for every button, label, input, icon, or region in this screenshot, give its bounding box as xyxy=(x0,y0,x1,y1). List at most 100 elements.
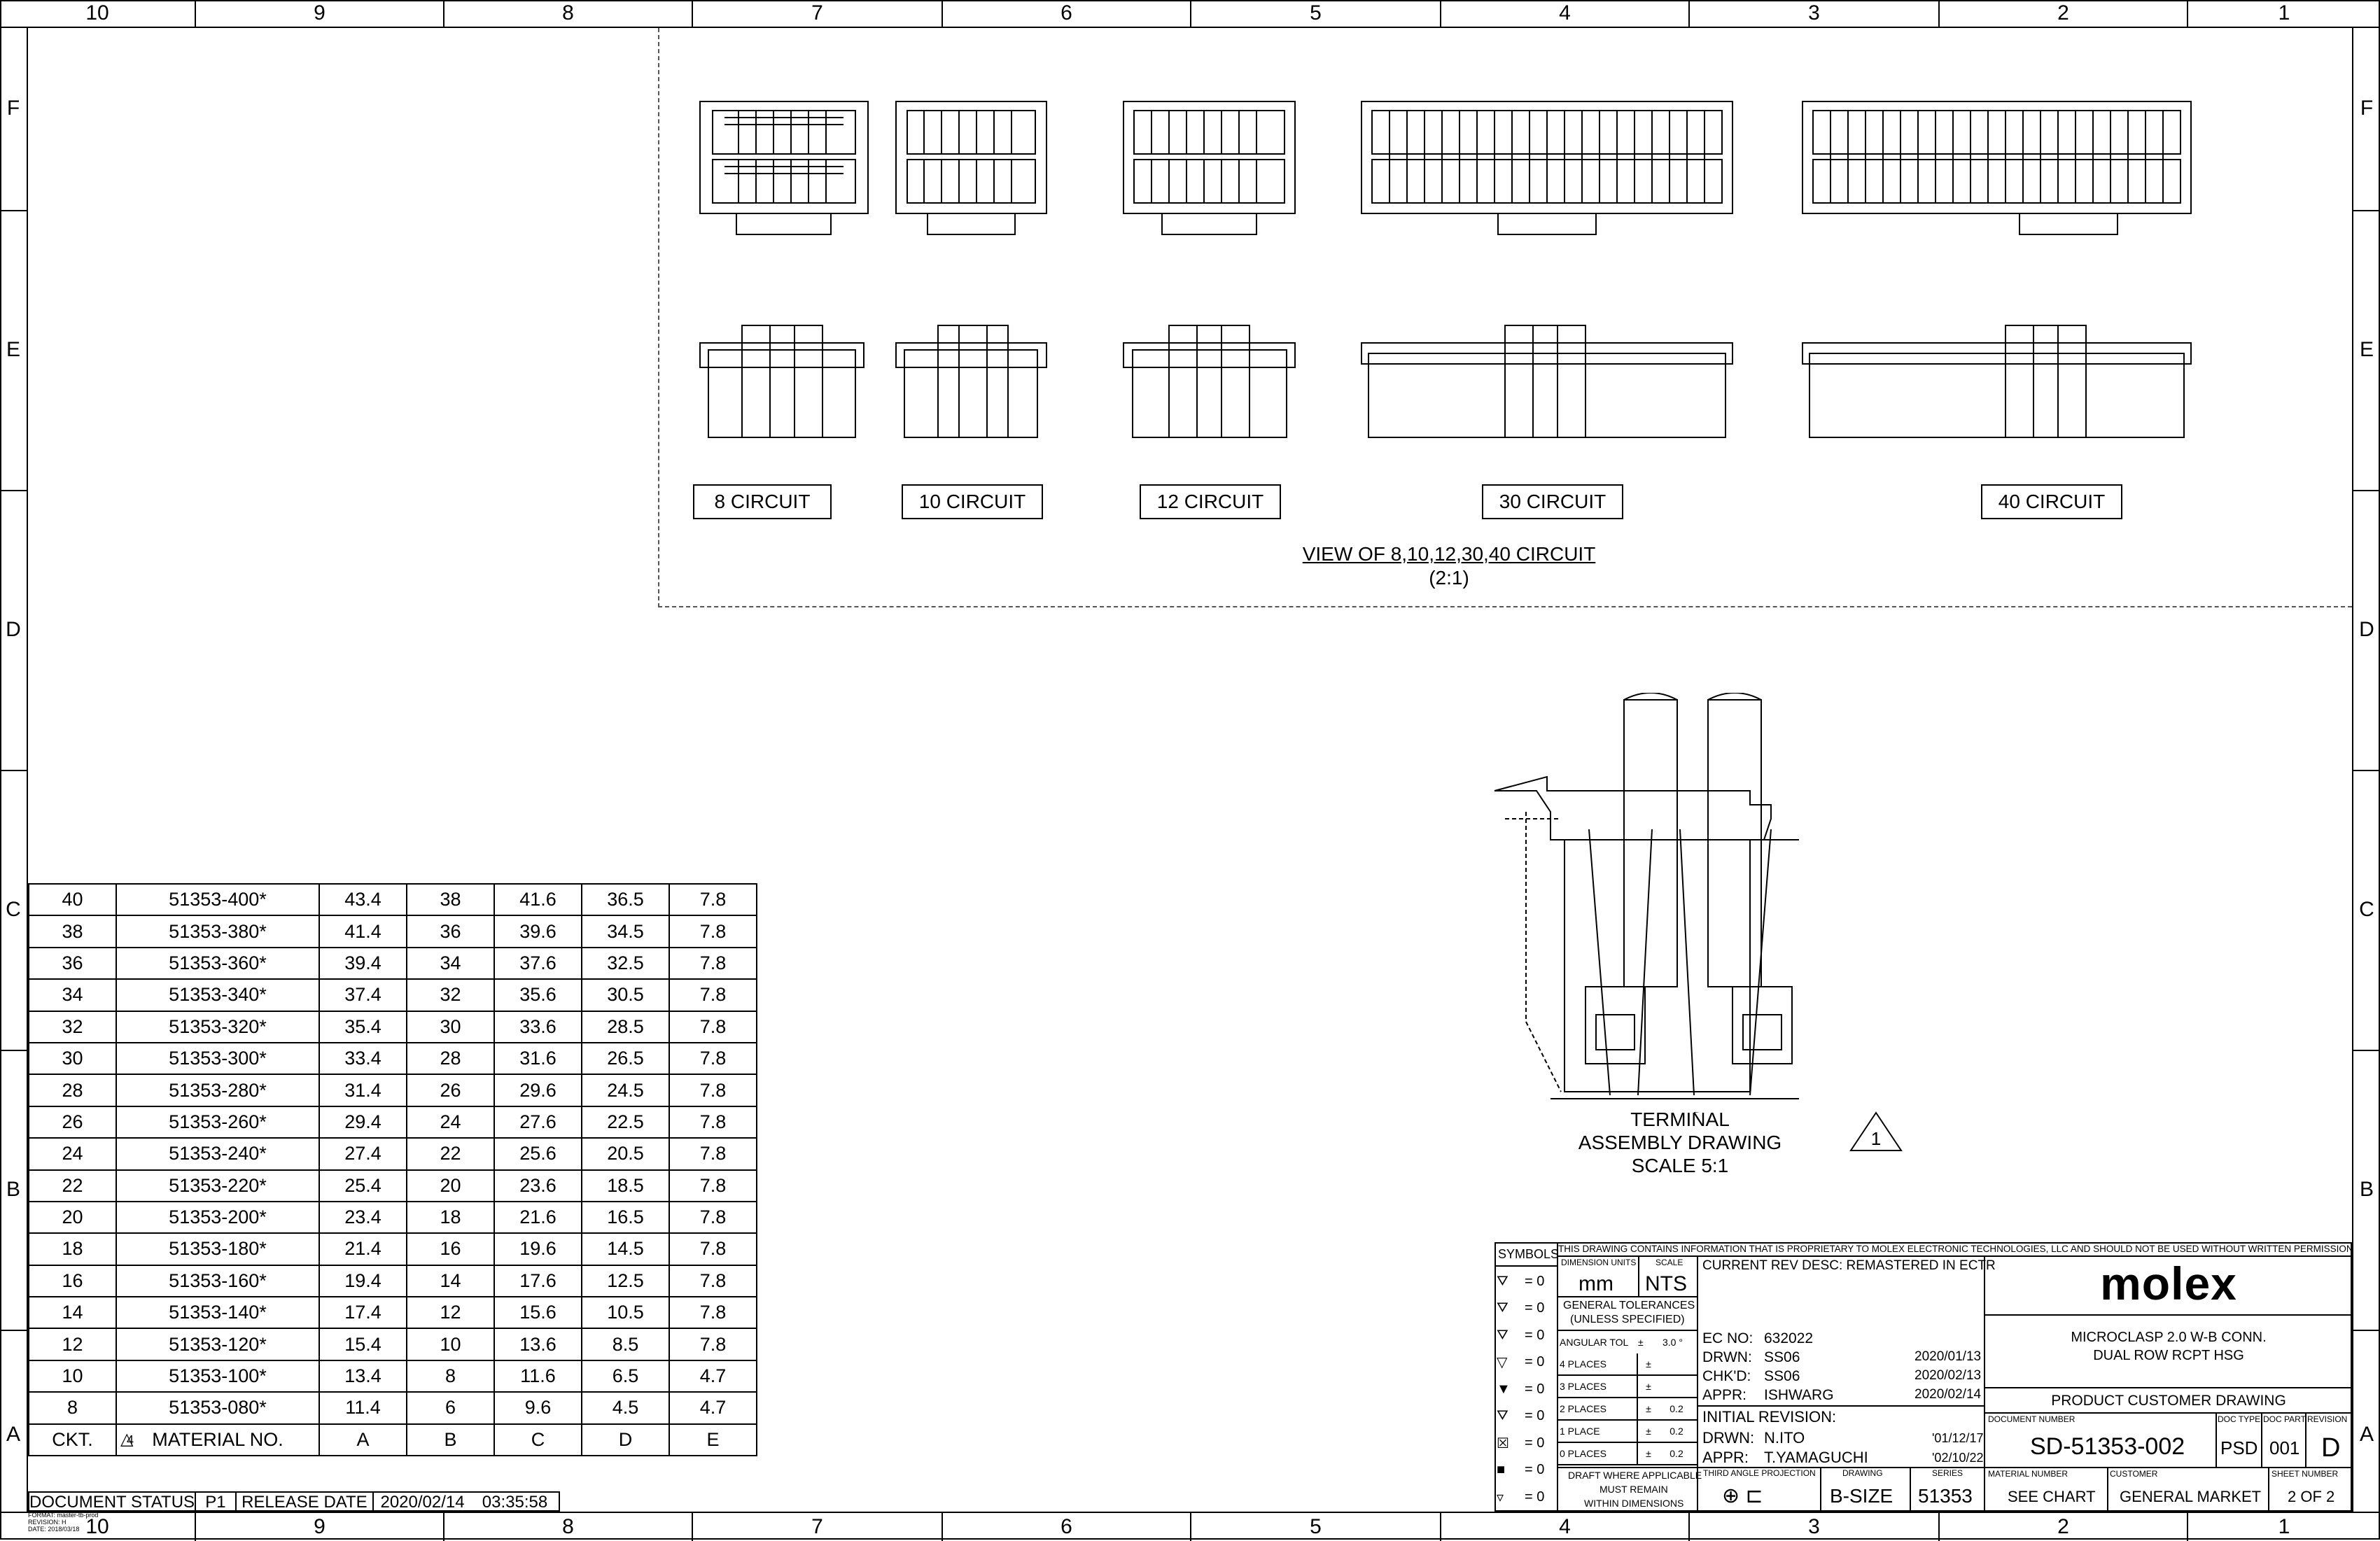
tolerance-pm: ± xyxy=(1646,1403,1651,1414)
zone-strip-bottom: 10 9 8 7 6 5 4 3 2 1 xyxy=(0,1512,2380,1541)
table-cell: 24 xyxy=(406,1105,495,1139)
tolerance-label: 4 PLACES xyxy=(1557,1353,1638,1374)
third-angle-projection-icon: ⊕ ⊏ xyxy=(1722,1484,1763,1507)
table-cell: 4.5 xyxy=(581,1391,670,1425)
series-label: SERIES xyxy=(1932,1468,1963,1478)
table-cell: 29.6 xyxy=(493,1074,582,1107)
ec-no: 632022 xyxy=(1764,1330,1814,1346)
document-status-bar: DOCUMENT STATUS P1 RELEASE DATE 2020/02/… xyxy=(28,1491,560,1512)
symbol-value: = 0 xyxy=(1525,1300,1545,1316)
doc-part-label: DOC PART xyxy=(2263,1414,2306,1424)
table-cell: 39.4 xyxy=(318,946,407,980)
table-cell: 33.4 xyxy=(318,1041,407,1076)
doc-number: SD-51353-002 xyxy=(2030,1433,2185,1460)
zone-col: 9 xyxy=(195,1513,443,1541)
molex-logo: molex xyxy=(2100,1258,2237,1309)
table-cell: 21.4 xyxy=(318,1232,407,1266)
init-drwn-date: '01/12/17 xyxy=(1932,1431,1984,1445)
table-cell: 34 xyxy=(28,978,117,1012)
table-cell: 7.8 xyxy=(668,1105,757,1139)
tolerance-label: 0 PLACES xyxy=(1557,1443,1638,1464)
doc-status-value: P1 xyxy=(196,1493,237,1512)
connector-30-top xyxy=(1361,101,1733,235)
symbol-value: = 0 xyxy=(1525,1489,1545,1505)
zone-col: 6 xyxy=(941,1513,1190,1541)
zone-row: C xyxy=(6,898,21,921)
table-cell: 15.4 xyxy=(318,1328,407,1361)
inner-frame-left xyxy=(27,27,28,1512)
symbol-value: = 0 xyxy=(1525,1408,1545,1424)
doc-number-label: DOCUMENT NUMBER xyxy=(1988,1414,2076,1424)
zone-tick xyxy=(0,770,27,771)
doc-type: PSD xyxy=(2220,1437,2258,1458)
zone-row: E xyxy=(2359,338,2374,361)
note-4-number: 4 xyxy=(127,1433,134,1447)
view-title: VIEW OF 8,10,12,30,40 CIRCUIT xyxy=(1302,543,1596,565)
angular-tol-label: ANGULAR TOL xyxy=(1560,1337,1629,1348)
product-type: PRODUCT CUSTOMER DRAWING xyxy=(2051,1393,2286,1409)
table-cell: 13.4 xyxy=(318,1359,407,1393)
table-cell: 12 xyxy=(406,1296,495,1330)
connector-40-top xyxy=(1802,101,2192,235)
table-cell: 14 xyxy=(28,1296,117,1330)
product-name-1: MICROCLASP 2.0 W-B CONN. xyxy=(2071,1330,2267,1345)
doc-type-label: DOC TYPE xyxy=(2218,1414,2261,1424)
table-cell: 38 xyxy=(406,882,495,917)
zone-tick xyxy=(2353,490,2380,491)
draft-note-3: WITHIN DIMENSIONS xyxy=(1584,1498,1684,1509)
zone-col: 3 xyxy=(1688,1513,1938,1541)
table-cell: 18 xyxy=(406,1200,495,1234)
table-cell: 22 xyxy=(28,1169,117,1202)
table-cell: 4.7 xyxy=(668,1391,757,1425)
table-cell: 37.6 xyxy=(493,946,582,980)
table-cell: 51353-120* xyxy=(115,1328,320,1361)
tolerance-pm: ± xyxy=(1646,1426,1651,1437)
table-cell: 8 xyxy=(406,1359,495,1393)
table-cell: 17.4 xyxy=(318,1296,407,1330)
draft-note-1: DRAFT WHERE APPLICABLE xyxy=(1568,1470,1702,1481)
symbols-label: SYMBOLS xyxy=(1498,1247,1560,1261)
symbol-value: = 0 xyxy=(1525,1354,1545,1370)
tolerance-value: 0.2 xyxy=(1670,1403,1684,1414)
circuit-label-10: 10 CIRCUIT xyxy=(902,484,1043,519)
zone-tick xyxy=(0,1050,27,1051)
table-cell: 9.6 xyxy=(493,1391,582,1425)
product-name-2: DUAL ROW RCPT HSG xyxy=(2093,1348,2244,1363)
table-cell: 16 xyxy=(406,1232,495,1266)
table-cell: 51353-100* xyxy=(115,1359,320,1393)
proprietary-notice: THIS DRAWING CONTAINS INFORMATION THAT I… xyxy=(1558,1244,2353,1254)
angular-tol-value: 3.0 ° xyxy=(1662,1337,1683,1348)
header-ckt: CKT. xyxy=(28,1423,117,1457)
table-cell: 11.6 xyxy=(493,1359,582,1393)
drwn-label: DRWN: xyxy=(1702,1349,1752,1365)
table-cell: 38 xyxy=(28,915,117,948)
tolerance-value: 0.2 xyxy=(1670,1448,1684,1459)
filled-square-icon: ■ xyxy=(1497,1462,1506,1478)
table-cell: 10 xyxy=(28,1359,117,1393)
gen-tol-1: GENERAL TOLERANCES xyxy=(1563,1300,1695,1311)
table-cell: 11.4 xyxy=(318,1391,407,1425)
connector-30-side xyxy=(1361,325,1733,438)
zone-col: 8 xyxy=(443,0,692,27)
table-cell: 30.5 xyxy=(581,978,670,1012)
table-cell: 37.4 xyxy=(318,978,407,1012)
table-cell: 34 xyxy=(406,946,495,980)
ec-no-label: EC NO: xyxy=(1702,1330,1754,1346)
table-cell: 14.5 xyxy=(581,1232,670,1266)
table-cell: 51353-400* xyxy=(115,882,320,917)
table-cell: 31.4 xyxy=(318,1074,407,1107)
zone-col: 7 xyxy=(692,0,941,27)
table-cell: 21.6 xyxy=(493,1200,582,1234)
table-cell: 27.6 xyxy=(493,1105,582,1139)
table-cell: 39.6 xyxy=(493,915,582,948)
table-cell: 7.8 xyxy=(668,1264,757,1298)
zone-row: F xyxy=(2360,97,2374,120)
connector-8-top xyxy=(699,101,869,235)
zone-tick xyxy=(0,490,27,491)
table-cell: 8 xyxy=(28,1391,117,1425)
